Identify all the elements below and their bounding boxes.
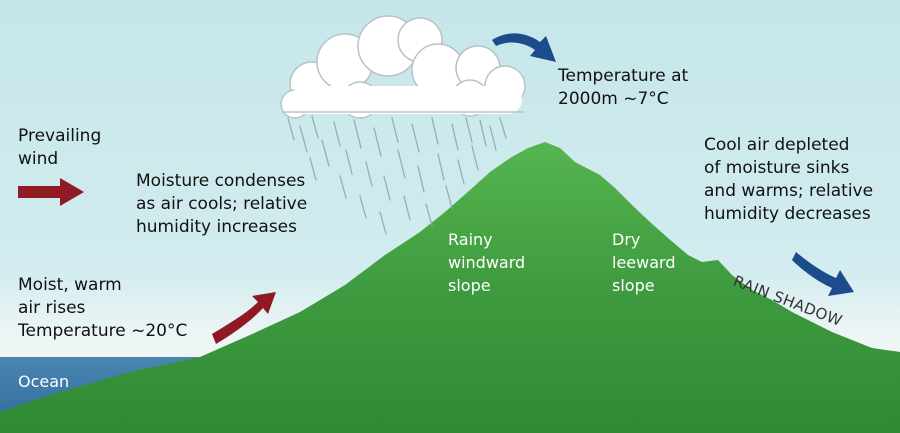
moisture-condenses-line-1: Moisture condenses [136, 171, 306, 191]
ocean-label: Ocean [18, 372, 70, 391]
moisture-condenses-line-3: humidity increases [136, 217, 297, 237]
prevailing-wind-line-1: Prevailing [18, 126, 102, 146]
rain-icon [287, 115, 507, 235]
sinking-air-arrow-icon [792, 252, 854, 296]
moist-air-line-2: air rises [18, 298, 86, 318]
cool-air-line-3: and warms; relative [704, 181, 874, 201]
moisture-condenses-label: Moisture condenses as air cools; relativ… [136, 170, 307, 239]
dry-slope-line-3: slope [612, 276, 655, 295]
cool-air-line-4: humidity decreases [704, 204, 871, 224]
temperature-2000m-label: Temperature at 2000m ~7°C [558, 65, 688, 111]
airflow-top-arrow-icon [492, 33, 556, 62]
moist-air-line-3: Temperature ~20°C [18, 321, 188, 341]
temperature-2000m-line-1: Temperature at [558, 66, 689, 86]
moist-air-label: Moist, warm air rises Temperature ~20°C [18, 274, 187, 343]
cool-air-line-2: of moisture sinks [704, 158, 850, 178]
cloud-icon [280, 15, 526, 119]
moist-air-line-1: Moist, warm [18, 275, 122, 295]
cool-air-label: Cool air depleted of moisture sinks and … [704, 134, 873, 226]
dry-slope-line-2: leeward [612, 253, 676, 272]
prevailing-wind-label: Prevailing wind [18, 125, 101, 171]
wind-arrow-icon [18, 178, 84, 206]
prevailing-wind-line-2: wind [18, 149, 59, 169]
rainy-slope-line-3: slope [448, 276, 491, 295]
rainy-windward-slope-label: Rainy windward slope [448, 228, 525, 297]
mountain [0, 142, 900, 433]
moisture-condenses-line-2: as air cools; relative [136, 194, 308, 214]
rising-air-arrow-icon [212, 292, 276, 344]
rainy-slope-line-1: Rainy [448, 230, 493, 249]
dry-slope-line-1: Dry [612, 230, 641, 249]
rainy-slope-line-2: windward [448, 253, 526, 272]
cool-air-line-1: Cool air depleted [704, 135, 850, 155]
temperature-2000m-line-2: 2000m ~7°C [558, 89, 669, 109]
dry-leeward-slope-label: Dry leeward slope [612, 228, 675, 297]
